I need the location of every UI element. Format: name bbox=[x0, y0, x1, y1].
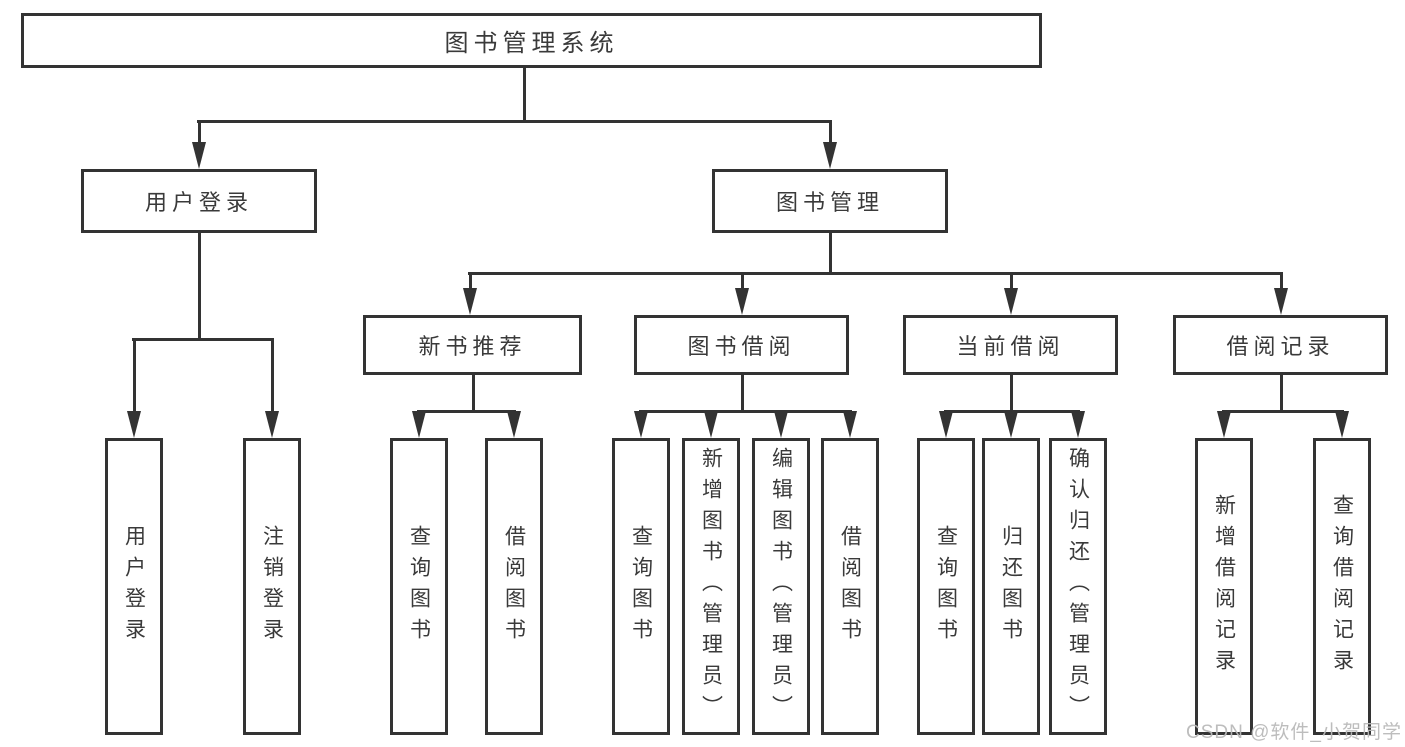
leaf-logout: 注销登录 bbox=[243, 438, 301, 735]
arrow-down-icon bbox=[507, 411, 521, 438]
leaf-borrow-books-recommend: 借阅图书 bbox=[485, 438, 543, 735]
connector-line-vertical bbox=[828, 233, 832, 272]
arrow-down-icon bbox=[1217, 411, 1231, 438]
connector-line-horizontal bbox=[1222, 410, 1344, 413]
arrow-down-icon bbox=[127, 411, 141, 438]
leaf-label: 借阅图书 bbox=[838, 524, 862, 649]
node-library-management-system: 图书管理系统 bbox=[21, 13, 1042, 68]
node-label: 当前借阅 bbox=[956, 334, 1065, 359]
connector-line-vertical bbox=[471, 375, 475, 411]
leaf-label: 查询借阅记录 bbox=[1330, 493, 1354, 680]
leaf-user-login: 用户登录 bbox=[105, 438, 163, 735]
node-new-book-recommend: 新书推荐 bbox=[363, 315, 582, 375]
connector-line-vertical bbox=[197, 120, 201, 143]
node-current-borrow: 当前借阅 bbox=[903, 315, 1118, 375]
arrow-down-icon bbox=[823, 142, 837, 169]
arrow-down-icon bbox=[463, 288, 477, 315]
node-book-borrow: 图书借阅 bbox=[634, 315, 849, 375]
arrow-down-icon bbox=[192, 142, 206, 169]
node-label: 图书管理系统 bbox=[444, 30, 619, 57]
connector-line-vertical bbox=[740, 272, 744, 289]
node-label: 图书借阅 bbox=[687, 334, 796, 359]
leaf-label: 新增借阅记录 bbox=[1212, 493, 1236, 680]
node-borrow-records: 借阅记录 bbox=[1173, 315, 1388, 375]
node-label: 借阅记录 bbox=[1226, 334, 1335, 359]
connector-line-vertical bbox=[468, 272, 472, 289]
leaf-label: 查询图书 bbox=[934, 524, 958, 649]
connector-line-vertical bbox=[1279, 375, 1283, 411]
connector-line-vertical bbox=[522, 68, 526, 120]
connector-line-horizontal bbox=[468, 272, 1283, 275]
leaf-label: 新增图书（管理员） bbox=[699, 447, 723, 726]
leaf-return-books: 归还图书 bbox=[982, 438, 1040, 735]
csdn-watermark: CSDN @软件_小贺同学 bbox=[1186, 722, 1402, 743]
connector-line-vertical bbox=[828, 120, 832, 143]
arrow-down-icon bbox=[704, 411, 718, 438]
connector-line-horizontal bbox=[639, 410, 852, 413]
node-label: 新书推荐 bbox=[418, 334, 527, 359]
arrow-down-icon bbox=[735, 288, 749, 315]
leaf-query-books-borrow: 查询图书 bbox=[612, 438, 670, 735]
connector-line-vertical bbox=[132, 338, 136, 412]
leaf-label: 编辑图书（管理员） bbox=[769, 447, 793, 726]
connector-line-vertical bbox=[1279, 272, 1283, 289]
connector-line-vertical bbox=[1009, 272, 1013, 289]
connector-line-vertical bbox=[270, 338, 274, 412]
arrow-down-icon bbox=[1274, 288, 1288, 315]
connector-line-vertical bbox=[740, 375, 744, 411]
leaf-edit-book-admin: 编辑图书（管理员） bbox=[752, 438, 810, 735]
leaf-add-book-admin: 新增图书（管理员） bbox=[682, 438, 740, 735]
node-book-management: 图书管理 bbox=[712, 169, 948, 233]
leaf-query-books-current: 查询图书 bbox=[917, 438, 975, 735]
connector-line-horizontal bbox=[132, 338, 274, 341]
node-label: 图书管理 bbox=[775, 190, 884, 215]
arrow-down-icon bbox=[265, 411, 279, 438]
arrow-down-icon bbox=[1004, 288, 1018, 315]
leaf-label: 查询图书 bbox=[407, 524, 431, 649]
arrow-down-icon bbox=[1071, 411, 1085, 438]
connector-line-horizontal bbox=[417, 410, 516, 413]
leaf-borrow-books: 借阅图书 bbox=[821, 438, 879, 735]
leaf-confirm-return-admin: 确认归还（管理员） bbox=[1049, 438, 1107, 735]
leaf-query-books-recommend: 查询图书 bbox=[390, 438, 448, 735]
arrow-down-icon bbox=[939, 411, 953, 438]
leaf-label: 借阅图书 bbox=[502, 524, 526, 649]
leaf-label: 查询图书 bbox=[629, 524, 653, 649]
arrow-down-icon bbox=[843, 411, 857, 438]
leaf-label: 用户登录 bbox=[122, 524, 146, 649]
leaf-label: 归还图书 bbox=[999, 524, 1023, 649]
leaf-label: 注销登录 bbox=[260, 524, 284, 649]
leaf-query-borrow-record: 查询借阅记录 bbox=[1313, 438, 1371, 735]
connector-line-horizontal bbox=[197, 120, 832, 123]
connector-line-vertical bbox=[1009, 375, 1013, 411]
leaf-add-borrow-record: 新增借阅记录 bbox=[1195, 438, 1253, 735]
node-label: 用户登录 bbox=[144, 190, 253, 215]
arrow-down-icon bbox=[1335, 411, 1349, 438]
arrow-down-icon bbox=[774, 411, 788, 438]
leaf-label: 确认归还（管理员） bbox=[1066, 447, 1090, 726]
arrow-down-icon bbox=[634, 411, 648, 438]
arrow-down-icon bbox=[1004, 411, 1018, 438]
arrow-down-icon bbox=[412, 411, 426, 438]
connector-line-vertical bbox=[197, 233, 201, 338]
node-user-login: 用户登录 bbox=[81, 169, 317, 233]
